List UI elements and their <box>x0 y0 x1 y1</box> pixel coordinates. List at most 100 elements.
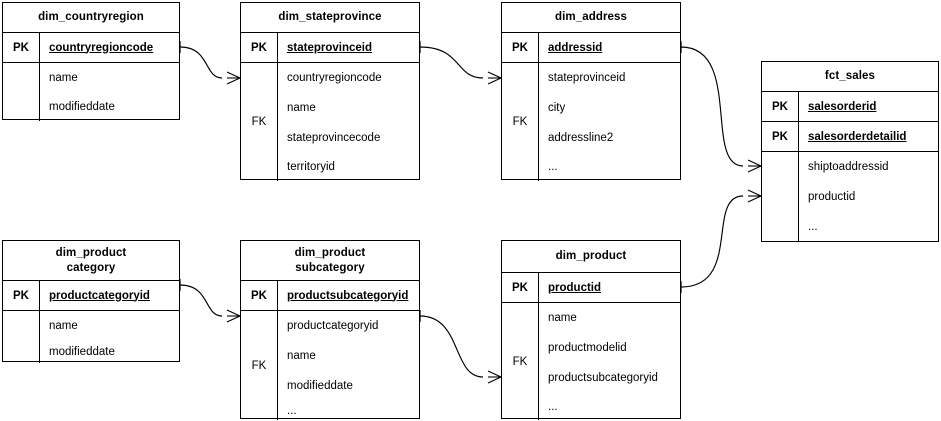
key-indicator: PK <box>3 281 40 310</box>
attribute-block: name modifieddate <box>3 63 179 121</box>
cardinality-many-marker <box>226 71 241 85</box>
attribute-name: salesorderdetailid <box>808 130 907 143</box>
attribute-name: stateprovinceid <box>548 72 626 84</box>
cardinality-many-marker <box>487 71 502 85</box>
key-row[interactable]: PK productid <box>502 273 680 303</box>
attribute-list: name modifieddate <box>40 63 179 121</box>
relationship-rel-productsubcategory-product[interactable] <box>415 310 502 384</box>
relationship-rel-countryregion-stateprovince[interactable] <box>175 41 241 85</box>
relationship-line <box>179 284 223 317</box>
attribute-name: territoryid <box>287 161 335 173</box>
relationship-rel-productcategory-productsubcategory[interactable] <box>175 279 241 323</box>
key-row[interactable]: PK salesorderdetailid <box>762 122 938 152</box>
key-row[interactable]: PK addressid <box>502 33 680 63</box>
relationship-line <box>680 46 744 167</box>
attribute-block: FK name productmodelid productsubcategoryid… <box>502 303 680 420</box>
attribute-name: city <box>548 102 566 114</box>
attribute-name: productsubcategoryid <box>287 289 409 302</box>
attribute-list: productcategoryid name modifieddate... <box>278 311 419 420</box>
attribute-block: shiptoaddressid productid... <box>762 152 938 241</box>
entity-title: dim_product category <box>3 241 179 281</box>
attribute-name: productcategoryid <box>49 289 150 302</box>
attribute-name: ... <box>548 400 558 413</box>
key-indicator: PK <box>3 33 40 62</box>
attribute-name: addressid <box>548 41 603 54</box>
relationship-rel-product-fctsales[interactable] <box>676 189 762 293</box>
attribute-block: FK productcategoryid name modifieddate... <box>241 311 419 420</box>
attribute-name: productcategoryid <box>287 320 379 332</box>
key-indicator: FK <box>502 63 539 181</box>
attribute-name: addressline2 <box>548 132 614 144</box>
key-indicator: FK <box>502 303 539 420</box>
key-indicator: FK <box>241 63 278 181</box>
attribute-block: name modifieddate <box>3 311 179 363</box>
relationship-rel-stateprovince-address[interactable] <box>415 41 502 85</box>
attribute-block: FK stateprovinceid city addressline2... <box>502 63 680 181</box>
key-indicator: PK <box>762 122 799 151</box>
cardinality-many-marker <box>226 309 241 323</box>
relationship-rel-address-fctsales[interactable] <box>676 41 762 173</box>
key-indicator: PK <box>241 281 278 310</box>
attribute-name: ... <box>808 220 818 233</box>
attribute-list: countryregioncode name stateprovincecode te… <box>278 63 419 181</box>
attribute-name: countryregioncode <box>49 41 154 54</box>
entity-title: dim_stateprovince <box>241 3 419 33</box>
attribute-name: shiptoaddressid <box>808 161 889 173</box>
attribute-name: countryregioncode <box>287 72 382 84</box>
key-row[interactable]: PK stateprovinceid <box>241 33 419 63</box>
attribute-list: stateprovinceid city addressline2... <box>539 63 680 181</box>
attribute-name: stateprovincecode <box>287 132 381 144</box>
attribute-block: FK countryregioncode name stateprovincecode… <box>241 63 419 181</box>
key-indicator <box>3 63 40 121</box>
entity-title: dim_countryregion <box>3 3 179 33</box>
cardinality-many-marker <box>747 159 762 173</box>
key-indicator: PK <box>241 33 278 62</box>
relationship-line <box>419 315 484 378</box>
attribute-name: modifieddate <box>49 346 115 358</box>
attribute-name: modifieddate <box>287 380 353 392</box>
attribute-name: modifieddate <box>49 101 115 113</box>
attribute-name: salesorderid <box>808 100 877 113</box>
relationship-line <box>179 46 223 79</box>
attribute-name: productsubcategoryid <box>548 372 658 384</box>
cardinality-many-marker <box>747 189 762 203</box>
entity-title: fct_sales <box>762 62 938 92</box>
key-indicator: PK <box>762 92 799 121</box>
attribute-name: name <box>287 350 316 362</box>
attribute-name: ... <box>548 161 558 173</box>
attribute-name: productid <box>548 281 602 294</box>
key-row[interactable]: PK productsubcategoryid <box>241 281 419 311</box>
attribute-name: name <box>49 72 78 84</box>
key-indicator <box>3 311 40 363</box>
key-row[interactable]: PK salesorderid <box>762 92 938 122</box>
attribute-name: ... <box>287 404 297 417</box>
entity-title: dim_address <box>502 3 680 33</box>
key-row[interactable]: PK productcategoryid <box>3 281 179 311</box>
attribute-name: productmodelid <box>548 342 627 354</box>
key-indicator <box>762 152 799 241</box>
key-indicator: PK <box>502 33 539 62</box>
attribute-list: shiptoaddressid productid... <box>799 152 938 241</box>
attribute-name: name <box>49 320 78 332</box>
entity-title: dim_product subcategory <box>241 241 419 281</box>
relationship-line <box>680 195 744 288</box>
attribute-list: name productmodelid productsubcategoryid..… <box>539 303 680 420</box>
key-row[interactable]: PK countryregioncode <box>3 33 179 63</box>
key-indicator: PK <box>502 273 539 302</box>
cardinality-many-marker <box>487 370 502 384</box>
key-indicator: FK <box>241 311 278 420</box>
attribute-name: productid <box>808 191 856 203</box>
attribute-name: name <box>287 102 316 114</box>
entity-title: dim_product <box>502 241 680 273</box>
attribute-list: name modifieddate <box>40 311 179 363</box>
attribute-name: stateprovinceid <box>287 41 372 54</box>
attribute-name: name <box>548 312 577 324</box>
